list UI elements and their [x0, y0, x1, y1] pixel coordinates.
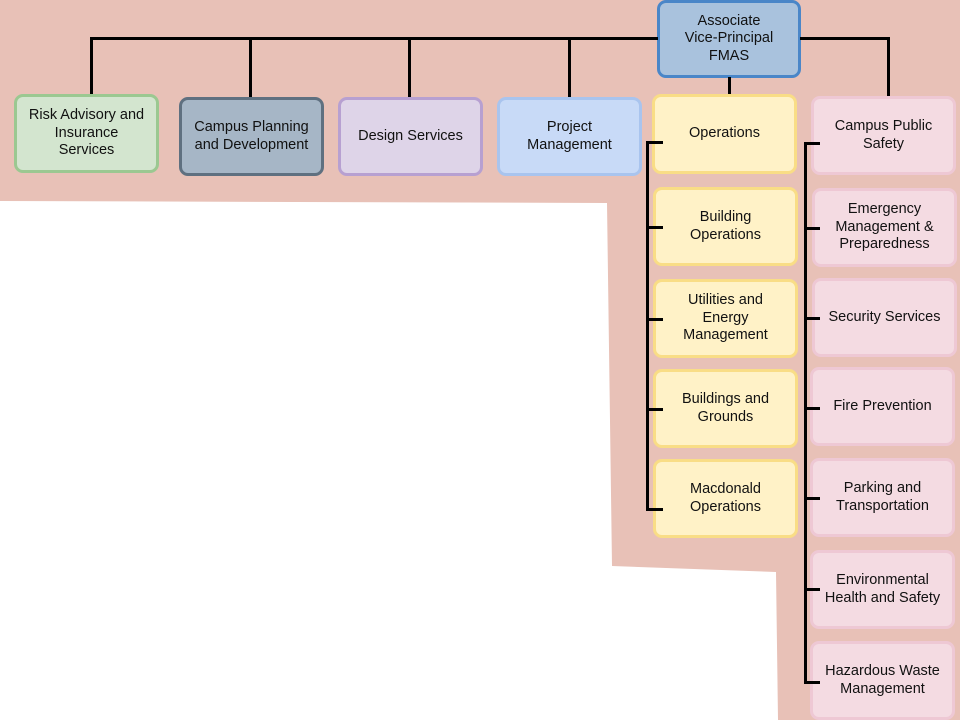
- connector-safety-tick: [804, 227, 820, 230]
- connector-safety-tick: [804, 142, 820, 145]
- ops-child-label: Building Operations: [690, 209, 761, 243]
- connector-safety-tick: [804, 588, 820, 591]
- ops-child-label: Utilities and Energy Management: [683, 292, 768, 344]
- connector-safety-tick: [804, 497, 820, 500]
- connector-operations-spine: [646, 141, 649, 511]
- connector-safety-tick: [804, 317, 820, 320]
- connector-drop-campus-planning: [249, 38, 252, 97]
- safety-child-label: Environmental Health and Safety: [824, 572, 941, 606]
- connector-operations-tick: [646, 318, 663, 321]
- ops-child-label: Macdonald Operations: [690, 481, 761, 515]
- connector-operations-tick: [646, 408, 663, 411]
- ops-child-label: Buildings and Grounds: [681, 391, 770, 425]
- unit-label: Project Management: [527, 119, 612, 153]
- ops-child-macdonald-operations[interactable]: Macdonald Operations: [653, 459, 798, 538]
- safety-child-label: Hazardous Waste Management: [825, 663, 940, 697]
- connector-drop-risk: [90, 37, 93, 94]
- safety-child-label: Security Services: [828, 308, 941, 325]
- unit-label: Campus Planning and Development: [194, 119, 309, 153]
- unit-operations[interactable]: Operations: [652, 94, 797, 174]
- safety-child-hazardous-waste[interactable]: Hazardous Waste Management: [810, 641, 955, 720]
- unit-label: Risk Advisory and Insurance Services: [28, 107, 145, 159]
- safety-child-environmental-health[interactable]: Environmental Health and Safety: [810, 550, 955, 629]
- connector-drop-public-safety: [887, 37, 890, 96]
- unit-campus-planning[interactable]: Campus Planning and Development: [179, 97, 324, 176]
- unit-label: Design Services: [358, 127, 463, 144]
- root-node-avp-fmas[interactable]: Associate Vice-Principal FMAS: [657, 0, 801, 78]
- safety-child-label: Fire Prevention: [833, 397, 932, 414]
- connector-main-bus-right: [800, 37, 890, 40]
- unit-label: Operations: [689, 125, 760, 142]
- ops-child-buildings-grounds[interactable]: Buildings and Grounds: [653, 369, 798, 448]
- connector-drop-project: [568, 38, 571, 97]
- connector-drop-operations: [728, 77, 731, 94]
- safety-child-label: Emergency Management & Preparedness: [835, 201, 934, 253]
- safety-child-label: Parking and Transportation: [836, 480, 929, 514]
- connector-safety-tick: [804, 681, 820, 684]
- connector-main-bus: [90, 37, 658, 40]
- ops-child-utilities-energy[interactable]: Utilities and Energy Management: [653, 279, 798, 358]
- unit-risk-advisory[interactable]: Risk Advisory and Insurance Services: [14, 94, 159, 173]
- ops-child-building-operations[interactable]: Building Operations: [653, 187, 798, 266]
- connector-drop-design: [408, 38, 411, 97]
- connector-safety-spine: [804, 142, 807, 684]
- unit-campus-public-safety[interactable]: Campus Public Safety: [811, 96, 956, 175]
- connector-operations-tick: [646, 141, 663, 144]
- unit-project-management[interactable]: Project Management: [497, 97, 642, 176]
- unit-label: Campus Public Safety: [834, 118, 933, 152]
- safety-child-security-services[interactable]: Security Services: [812, 278, 957, 357]
- safety-child-fire-prevention[interactable]: Fire Prevention: [810, 367, 955, 446]
- safety-child-emergency-management[interactable]: Emergency Management & Preparedness: [812, 188, 957, 267]
- connector-operations-tick: [646, 508, 663, 511]
- unit-design-services[interactable]: Design Services: [338, 97, 483, 176]
- connector-safety-tick: [804, 407, 820, 410]
- safety-child-parking-transportation[interactable]: Parking and Transportation: [810, 458, 955, 537]
- root-node-label: Associate Vice-Principal FMAS: [684, 12, 774, 64]
- connector-operations-tick: [646, 226, 663, 229]
